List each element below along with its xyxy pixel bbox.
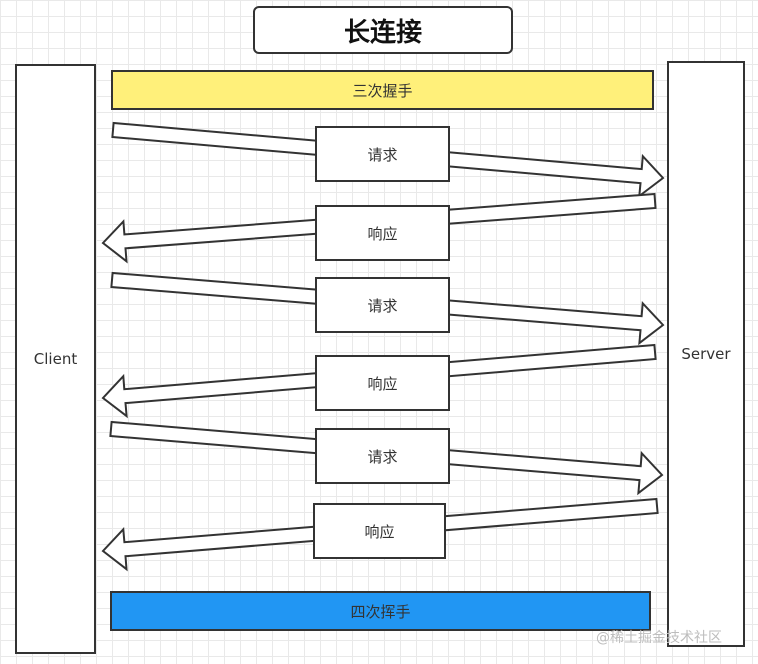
client-box: Client (15, 64, 96, 654)
four-way-wave-band: 四次挥手 (110, 591, 651, 631)
three-way-handshake-band: 三次握手 (111, 70, 654, 110)
request-label-1: 请求 (315, 126, 450, 182)
response-label-2: 响应 (315, 355, 450, 411)
watermark: @稀土掘金技术社区 (596, 630, 722, 646)
response-label-3: 响应 (313, 503, 446, 559)
server-box: Server (667, 61, 745, 647)
response-label-1: 响应 (315, 205, 450, 261)
request-label-2: 请求 (315, 277, 450, 333)
diagram-title: 长连接 (253, 6, 513, 54)
request-label-3: 请求 (315, 428, 450, 484)
